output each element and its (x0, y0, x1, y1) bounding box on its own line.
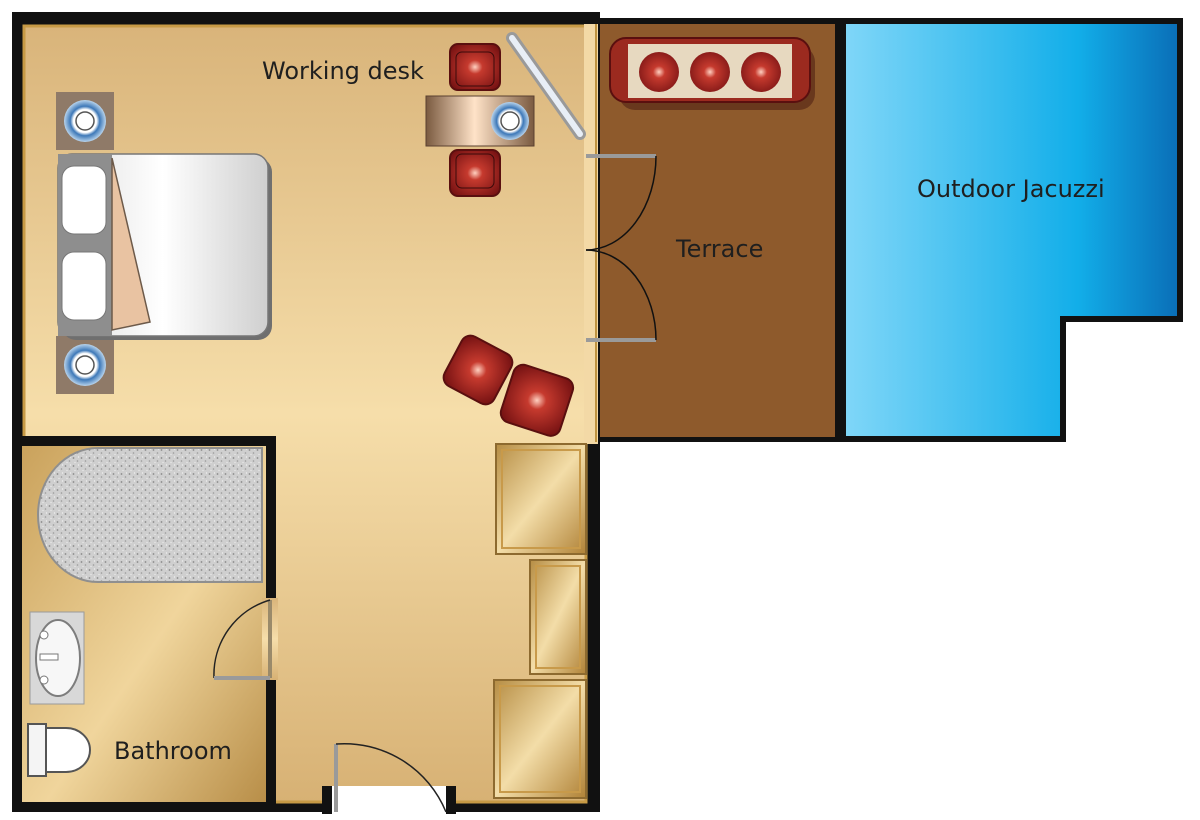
sink (29, 611, 85, 705)
outdoor-jacuzzi-area (840, 18, 1183, 442)
outdoor-jacuzzi-label: Outdoor Jacuzzi (917, 175, 1105, 203)
nightstand-bottom (56, 336, 114, 394)
terrace-sofa (609, 37, 815, 110)
terrace-label: Terrace (675, 235, 763, 263)
bed (57, 153, 272, 340)
working-desk-label: Working desk (262, 57, 424, 85)
window-panel (506, 32, 586, 140)
entrance-door[interactable] (322, 742, 456, 814)
wardrobe-middle (529, 559, 587, 675)
bathroom-door[interactable] (213, 599, 272, 680)
armchair-left (442, 334, 514, 406)
wardrobe-top (495, 443, 587, 555)
terrace-double-door[interactable] (585, 154, 657, 342)
desk-chair-top (449, 43, 501, 91)
wardrobe-bottom (493, 679, 587, 799)
working-desk (425, 95, 535, 147)
bathroom-label: Bathroom (114, 737, 232, 765)
toilet (27, 723, 91, 777)
bathtub (37, 447, 263, 583)
nightstand-top (56, 92, 114, 150)
desk-chair-bottom (449, 149, 501, 197)
armchair-right (499, 363, 575, 437)
